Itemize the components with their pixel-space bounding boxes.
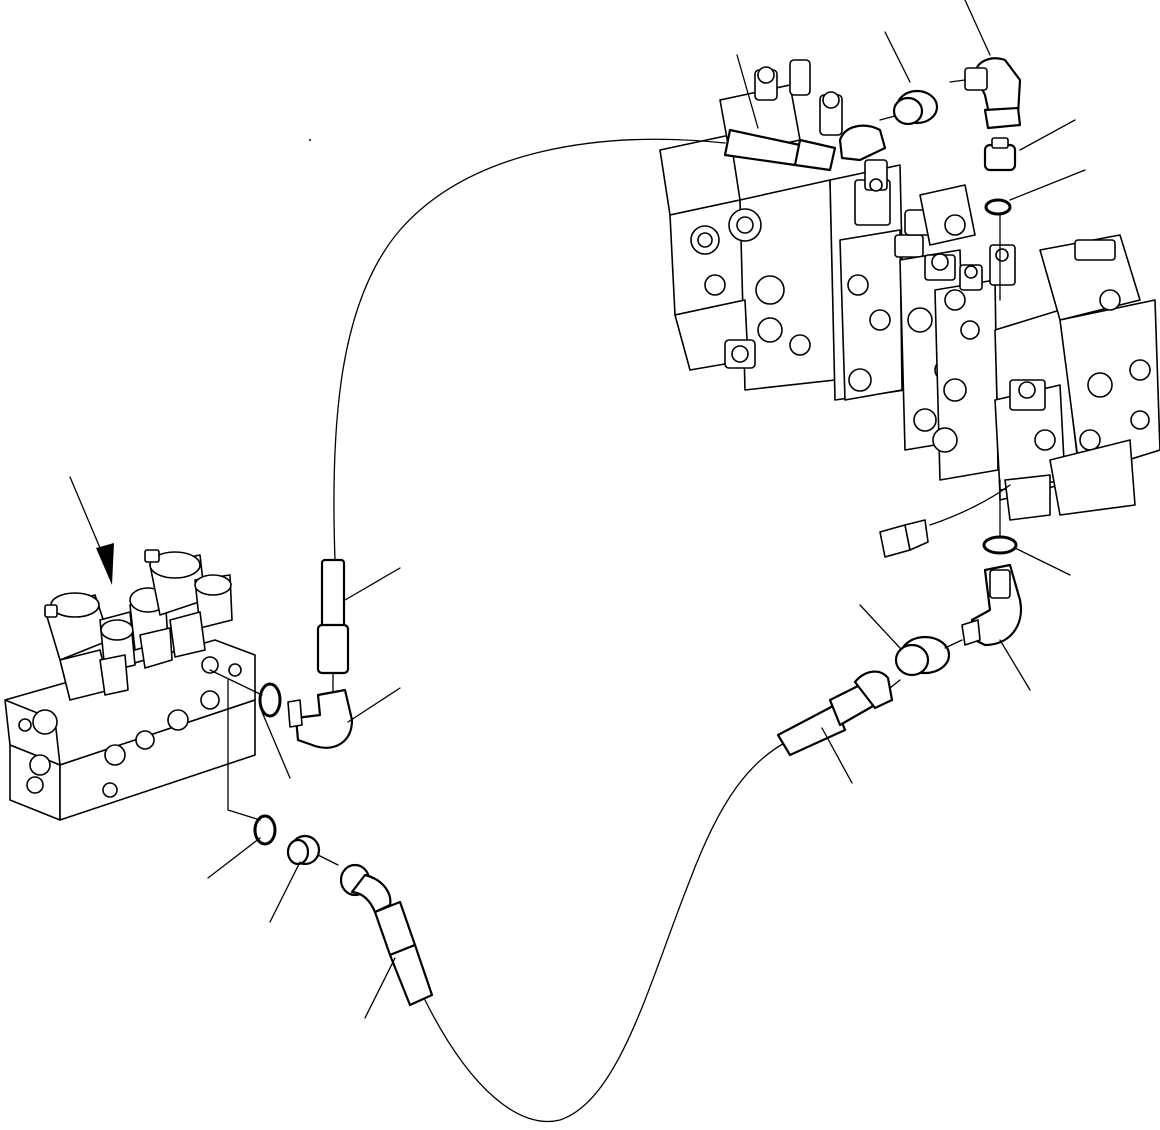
solenoid-valve-assembly xyxy=(4,549,263,821)
upper-hose-assembly xyxy=(309,124,887,561)
leader-lines xyxy=(69,0,1086,1019)
middle-hose-end xyxy=(258,558,354,749)
control-valve-assembly xyxy=(659,59,1160,558)
top-fitting-stack xyxy=(879,57,1023,677)
lower-hose-assembly xyxy=(253,670,901,1122)
